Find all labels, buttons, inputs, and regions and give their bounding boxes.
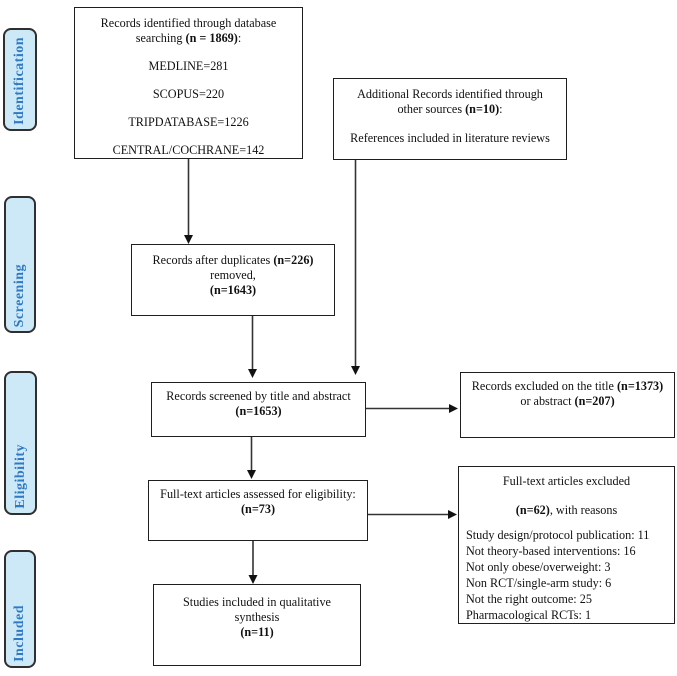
text-line: MEDLINE=281 bbox=[148, 59, 229, 73]
text-line: (n=1643) bbox=[209, 283, 257, 297]
text-line: Full-text articles excluded bbox=[502, 474, 631, 488]
stage-label-eligibility: Eligibility bbox=[12, 444, 28, 509]
text-line: (n=1653) bbox=[235, 404, 282, 418]
arrow-duplicates-to-screened-icon bbox=[248, 316, 257, 378]
flow-box-records-screened: Records screened by title and abstract(n… bbox=[151, 382, 366, 437]
arrow-fulltext-to-included-icon bbox=[248, 541, 258, 584]
stage-eligibility: Eligibility bbox=[4, 371, 37, 515]
flow-box-fulltext-excluded: Full-text articles excluded (n=62), with … bbox=[458, 466, 675, 624]
text-line: other sources (n=10): bbox=[397, 102, 503, 116]
text-line: removed, bbox=[210, 268, 256, 282]
arrow-identified-to-duplicates-icon bbox=[184, 159, 193, 244]
text-line: Not the right outcome: 25 bbox=[466, 592, 592, 606]
text-line: Additional Records identified through bbox=[357, 87, 543, 101]
text-line: SCOPUS=220 bbox=[152, 87, 225, 101]
text-line: Records identified through database bbox=[100, 16, 277, 30]
stage-identification: Identification bbox=[3, 28, 37, 131]
text-line: TRIPDATABASE=1226 bbox=[128, 115, 249, 129]
text-line: (n=73) bbox=[240, 502, 276, 516]
arrow-additional-to-screened-icon bbox=[351, 160, 360, 375]
text-line: Pharmacological RCTs: 1 bbox=[466, 608, 592, 622]
text-line: Records screened by title and abstract bbox=[166, 389, 351, 403]
text-line: Not only obese/overweight: 3 bbox=[466, 560, 611, 574]
text-line: Non RCT/single-arm study: 6 bbox=[466, 576, 612, 590]
text-line: (n=62), with reasons bbox=[515, 503, 618, 517]
arrow-screened-to-excluded-icon bbox=[366, 404, 458, 413]
stage-label-identification: Identification bbox=[12, 37, 27, 125]
text-line: Study design/protocol publication: 11 bbox=[466, 528, 650, 542]
text-line: CENTRAL/COCHRANE=142 bbox=[112, 143, 265, 157]
text-line: Records excluded on the title (n=1373) bbox=[471, 379, 664, 393]
stage-label-screening: Screening bbox=[12, 263, 27, 327]
arrow-screened-to-fulltext-icon bbox=[247, 437, 256, 479]
stage-label-included: Included bbox=[12, 605, 27, 662]
text-line: Records after duplicates (n=226) bbox=[152, 253, 314, 267]
flow-box-fulltext-assessed: Full-text articles assessed for eligibil… bbox=[148, 480, 368, 541]
text-line: References included in literature review… bbox=[350, 131, 550, 145]
text-line: (n=11) bbox=[240, 625, 274, 639]
flow-box-records-excluded-title-abstract: Records excluded on the title (n=1373)or… bbox=[460, 372, 675, 438]
text-line: Not theory-based interventions: 16 bbox=[466, 544, 636, 558]
stage-included: Included bbox=[4, 550, 36, 668]
stage-screening: Screening bbox=[4, 196, 36, 333]
arrow-fulltext-to-excluded-icon bbox=[368, 510, 457, 519]
text-line: Studies included in qualitative bbox=[183, 595, 331, 609]
text-line: searching (n = 1869): bbox=[135, 31, 242, 45]
flow-box-records-after-duplicates: Records after duplicates (n=226)removed,… bbox=[131, 244, 335, 316]
text-line: Full-text articles assessed for eligibil… bbox=[160, 487, 356, 501]
text-line: or abstract (n=207) bbox=[520, 394, 615, 408]
text-line: synthesis bbox=[234, 610, 280, 624]
